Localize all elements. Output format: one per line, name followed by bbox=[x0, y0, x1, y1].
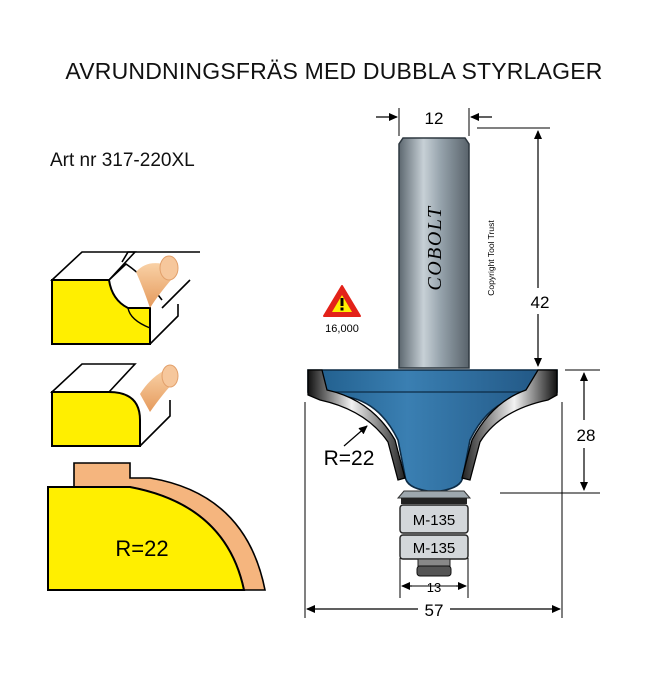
sample-profile-2 bbox=[49, 363, 179, 447]
max-rpm-label: 16,000 bbox=[325, 323, 359, 335]
profile-radius-label: R=22 bbox=[115, 536, 168, 561]
cutter-body bbox=[307, 369, 558, 492]
dimension-bearing-diameter bbox=[399, 558, 469, 598]
shank-length-label: 42 bbox=[531, 293, 550, 312]
brand-logo: COBOLT bbox=[424, 205, 446, 291]
page-title: AVRUNDNINGSFRÄS MED DUBBLA STYRLAGER bbox=[65, 58, 603, 84]
radius-pointer bbox=[343, 425, 368, 447]
profile-section bbox=[47, 462, 266, 591]
tool-radius-label: R=22 bbox=[324, 447, 375, 470]
bearing-top-label: M-135 bbox=[413, 512, 456, 529]
cutting-edge-right bbox=[461, 369, 558, 481]
article-number: Art nr 317-220XL bbox=[50, 150, 195, 171]
dimension-cutter-height bbox=[500, 369, 600, 494]
shank bbox=[398, 137, 470, 369]
copyright-text: Copyright Tool Trust bbox=[486, 220, 496, 296]
bearing-diameter-label: 13 bbox=[427, 580, 441, 595]
overall-diameter-label: 57 bbox=[425, 601, 444, 620]
bearing-top bbox=[399, 504, 469, 534]
warning-icon bbox=[323, 285, 361, 317]
cutting-edge-left bbox=[307, 369, 406, 481]
cutter-height-label: 28 bbox=[577, 426, 596, 445]
dimension-shank-diameter bbox=[376, 108, 492, 136]
dimension-shank-length bbox=[477, 127, 550, 367]
shank-diameter-label: 12 bbox=[425, 109, 444, 128]
router-bit bbox=[307, 137, 558, 577]
bearing-bottom-label: M-135 bbox=[413, 540, 456, 557]
dimension-overall-diameter bbox=[304, 402, 563, 618]
sample-profile-1 bbox=[49, 251, 200, 345]
